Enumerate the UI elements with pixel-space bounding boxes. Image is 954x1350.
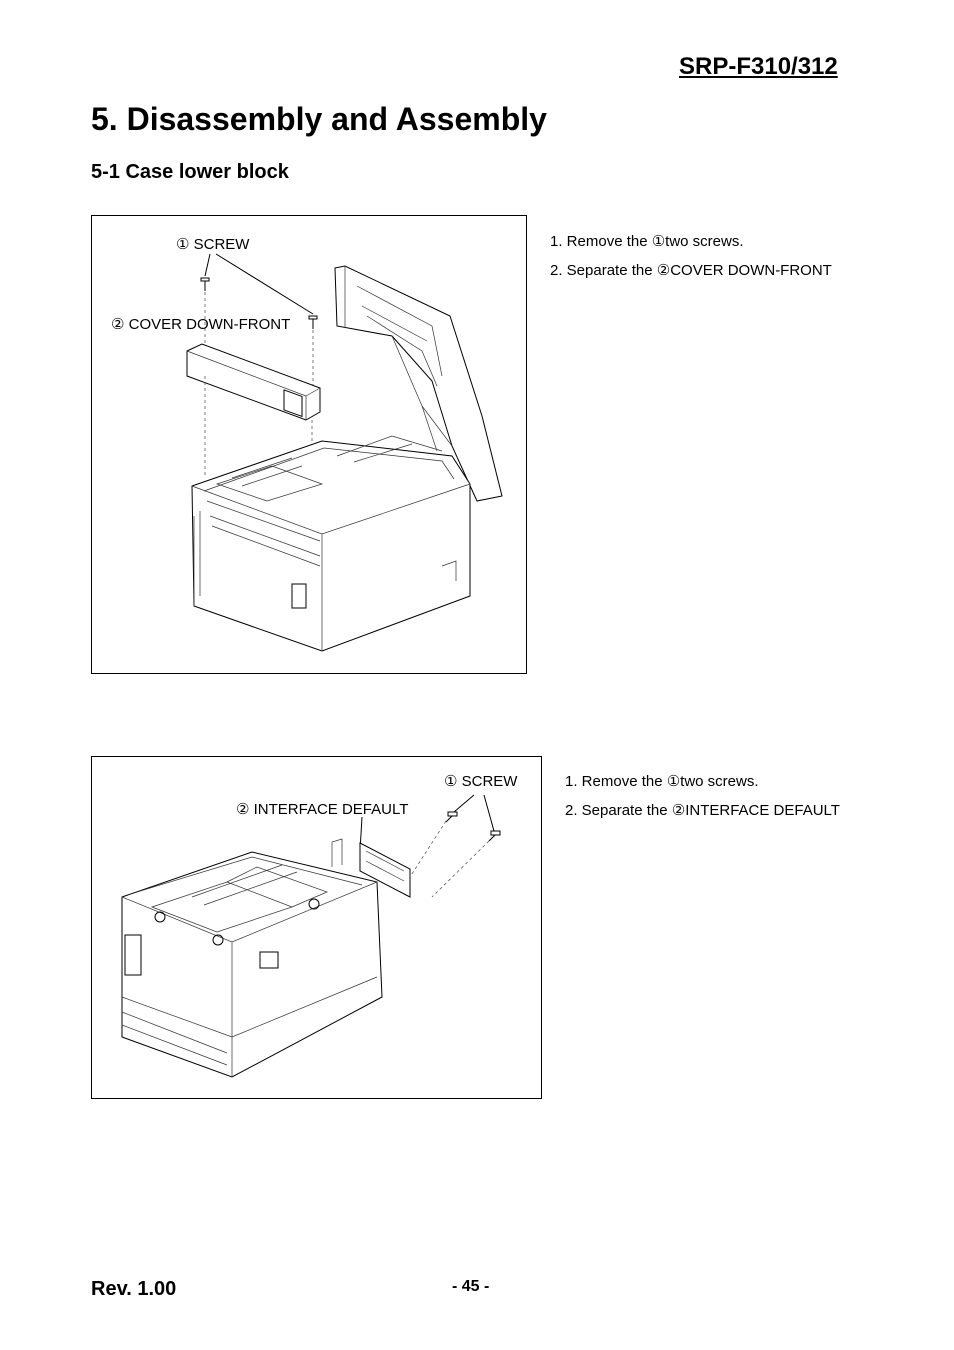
figure-1-cover-down-front: ① SCREW ② COVER DOWN-FRONT — [91, 215, 527, 674]
callout-interface-default: ② INTERFACE DEFAULT — [236, 801, 409, 818]
step-item: 2. Separate the ②INTERFACE DEFAULT — [565, 802, 840, 819]
figure-1-steps: 1. Remove the ①two screws. 2. Separate t… — [550, 227, 832, 285]
figure-2-steps: 1. Remove the ①two screws. 2. Separate t… — [565, 767, 840, 825]
figure-2-drawing — [121, 794, 501, 1078]
figure-1-drawing — [186, 253, 503, 652]
page-number: - 45 - — [452, 1278, 490, 1295]
chapter-title: 5. Disassembly and Assembly — [91, 101, 547, 137]
model-header: SRP-F310/312 — [679, 53, 838, 80]
callout-screw: ① SCREW — [176, 236, 250, 253]
figure-2-interface-default: ① SCREW ② INTERFACE DEFAULT — [91, 756, 542, 1099]
step-item: 1. Remove the ①two screws. — [550, 233, 744, 250]
step-item: 2. Separate the ②COVER DOWN-FRONT — [550, 262, 832, 279]
callout-screw: ① SCREW — [444, 773, 518, 790]
callout-cover-down-front: ② COVER DOWN-FRONT — [111, 316, 291, 333]
revision-label: Rev. 1.00 — [91, 1278, 177, 1300]
section-title: 5-1 Case lower block — [91, 161, 289, 183]
step-item: 1. Remove the ①two screws. — [565, 773, 759, 790]
